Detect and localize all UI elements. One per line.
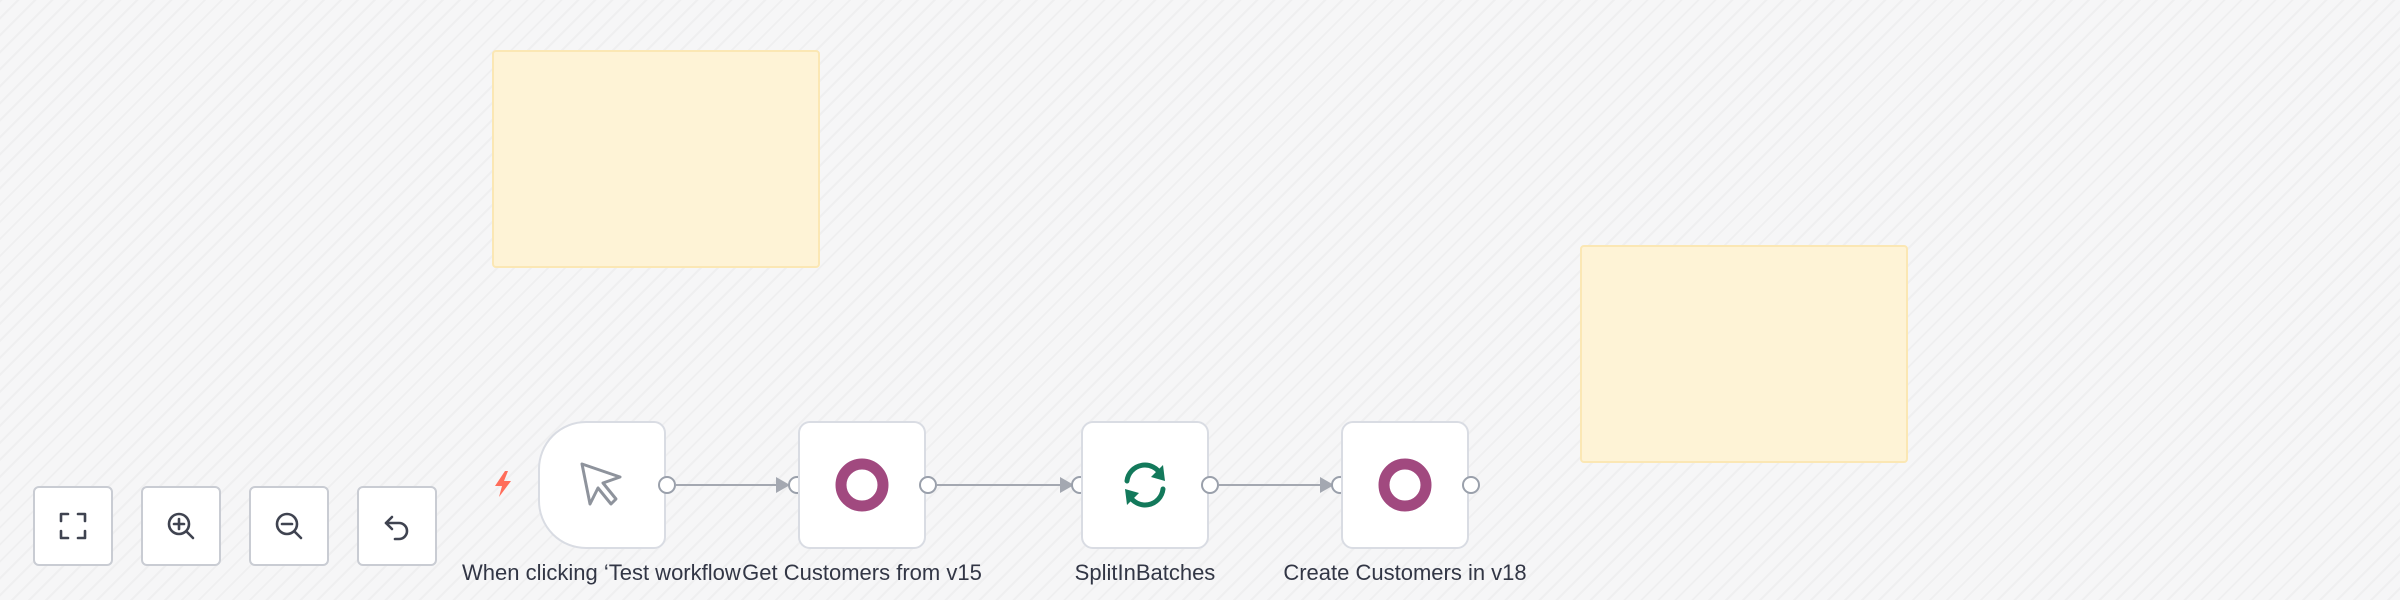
zoom-in-button[interactable] xyxy=(141,486,221,566)
zoom-in-icon xyxy=(167,512,195,540)
cursor-arrow-icon xyxy=(580,462,622,506)
sticky-note-1[interactable] xyxy=(492,50,820,268)
node-label-get-customers: Get Customers from v15 xyxy=(742,560,982,585)
connection-get-to-split[interactable] xyxy=(937,477,1074,493)
zoom-out-icon xyxy=(275,512,303,540)
zoom-out-button[interactable] xyxy=(249,486,329,566)
output-handle-split[interactable] xyxy=(1201,476,1219,494)
node-get-customers[interactable] xyxy=(798,421,926,549)
connection-trigger-to-get[interactable] xyxy=(676,477,790,493)
odoo-ring-icon xyxy=(1378,458,1432,512)
trigger-bolt-icon xyxy=(495,471,511,497)
connection-split-to-create[interactable] xyxy=(1219,477,1334,493)
sticky-note-2[interactable] xyxy=(1580,245,1908,463)
node-label-create-customers: Create Customers in v18 xyxy=(1283,560,1527,585)
odoo-ring-icon xyxy=(835,458,889,512)
undo-button[interactable] xyxy=(357,486,437,566)
node-create-customers[interactable] xyxy=(1341,421,1469,549)
refresh-loop-icon xyxy=(1124,462,1166,508)
node-label-trigger: When clicking ‘Test workflow’ xyxy=(462,560,742,585)
fit-to-screen-icon xyxy=(59,512,87,540)
output-handle-get-customers[interactable] xyxy=(919,476,937,494)
output-handle-trigger[interactable] xyxy=(658,476,676,494)
fit-view-button[interactable] xyxy=(33,486,113,566)
output-handle-create-customers[interactable] xyxy=(1462,476,1480,494)
node-label-split: SplitInBatches xyxy=(1074,560,1216,585)
node-split-in-batches[interactable] xyxy=(1081,421,1209,549)
node-manual-trigger[interactable] xyxy=(538,421,666,549)
undo-icon xyxy=(384,515,409,541)
